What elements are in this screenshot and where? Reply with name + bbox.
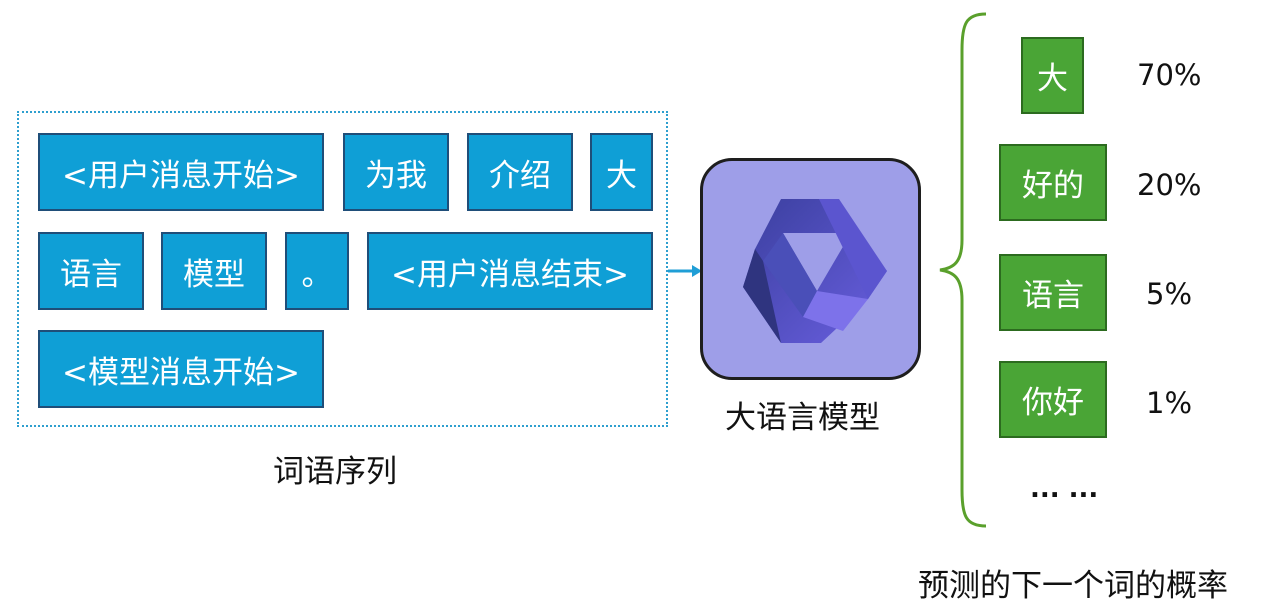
model-label: 大语言模型 [725,400,880,436]
arrow-icon [668,265,702,277]
prediction-token-yu-yan: 语言 [999,254,1107,331]
token-da: 大 [590,133,653,211]
token-period: 。 [285,232,349,310]
prediction-prob-da: 70% [1137,58,1202,92]
token-user-start: <用户消息开始> [38,133,324,211]
prediction-ellipsis: ... ... [1030,474,1099,504]
token-user-end: <用户消息结束> [367,232,653,310]
llm-model-box [700,158,921,380]
prediction-token-ni-hao: 你好 [999,361,1107,438]
sequence-caption: 词语序列 [273,454,397,490]
token-mo-xing: 模型 [161,232,267,310]
prediction-prob-yu-yan: 5% [1146,277,1193,311]
token-yu-yan: 语言 [38,232,144,310]
prediction-prob-hao-de: 20% [1137,168,1202,202]
prediction-token-da: 大 [1021,37,1084,114]
output-caption: 预测的下一个词的概率 [918,568,1228,604]
brace-icon [939,12,987,528]
token-jie-shao: 介绍 [467,133,573,211]
token-sequence-frame [17,111,668,427]
prediction-prob-ni-hao: 1% [1146,386,1193,420]
token-wei-wo: 为我 [343,133,449,211]
token-model-start: <模型消息开始> [38,330,324,408]
qwen-logo-icon [743,199,887,343]
prediction-token-hao-de: 好的 [999,144,1107,221]
